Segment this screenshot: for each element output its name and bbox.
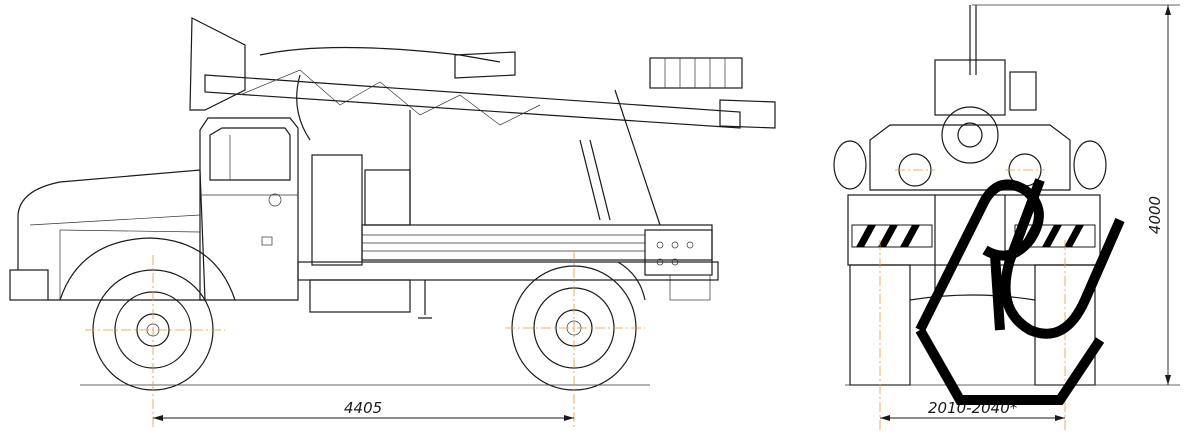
radiator-fins [1009,71,1037,111]
winch-unit [454,51,516,79]
rotator-front [941,106,999,164]
door-handle [261,236,273,246]
track-arrow-left [880,415,890,421]
watermark-logo [915,178,1125,405]
gauge-3 [686,241,694,249]
watermark-letter-r [915,179,1044,333]
equipment-box [364,169,411,226]
mirror [268,193,282,207]
cab-window [209,127,291,181]
outrigger-jack [418,280,432,319]
front-view: 2010-2040* 4000 [833,4,1180,430]
mast-truss [239,69,541,126]
dim-arrow-right [564,415,574,421]
front-body [847,194,1101,266]
rotator-hub [957,122,983,148]
front-axle [909,294,1036,301]
cab [199,117,299,301]
left-mirror [833,140,867,190]
control-panel [644,229,713,276]
watermark-letter-u [1000,178,1125,339]
wheelbase-label: 4405 [344,399,382,417]
lift-cylinder [579,139,601,221]
front-fender [59,237,236,301]
left-stripes [856,225,920,247]
side-view: 4405 [9,17,776,430]
rear-box [669,274,711,301]
engine-hood [17,169,206,301]
rear-mudguard [617,261,646,301]
fuel-tank [309,279,411,313]
cab-front [869,124,1071,191]
chassis-frame [297,261,719,281]
height-label: 4000 [1146,196,1164,234]
track-arrow-right [1055,415,1065,421]
gauge-2 [671,241,679,249]
hood-line [29,214,201,226]
front-bumper [9,269,49,301]
gauge-1 [656,241,664,249]
height-arrow-bottom [1165,375,1171,385]
rotator-head [649,57,743,89]
dim-arrow-left [153,415,163,421]
operator-seat [311,154,363,266]
mast-top-frame [934,59,1006,116]
mast-hose [259,46,501,63]
height-arrow-top [1165,5,1171,15]
drill-motor [719,99,776,129]
rear-stay [614,89,661,226]
drilling-mast [204,74,741,129]
hood-line-2 [59,229,201,233]
watermark-stand [915,327,1105,405]
mast-hose-2 [296,74,311,141]
right-mirror [1073,140,1107,190]
lift-cylinder-2 [589,139,611,221]
crown-block [189,17,246,111]
